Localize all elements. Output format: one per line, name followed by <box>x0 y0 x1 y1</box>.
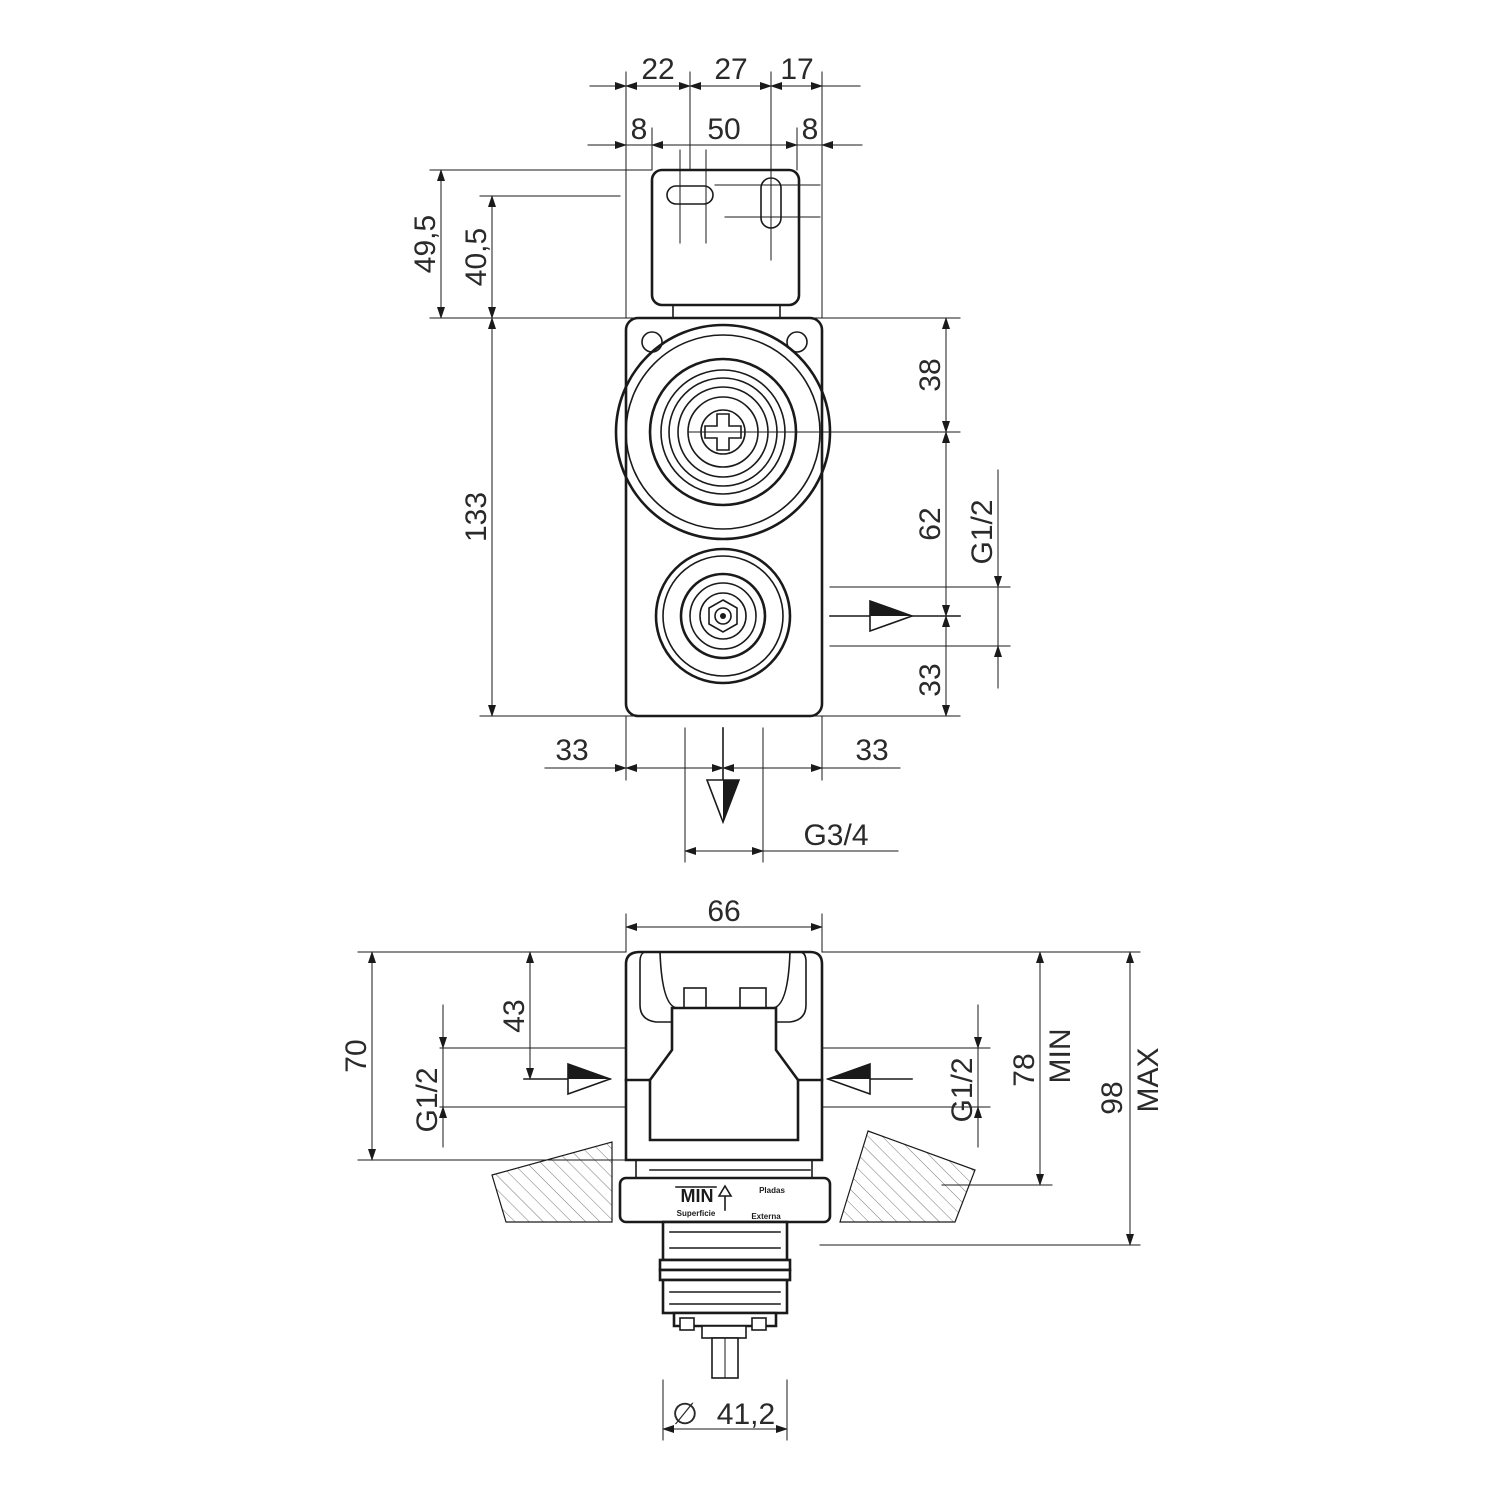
dim-top-22: 22 <box>641 53 674 86</box>
front-view: MIN Pladas Superficie Externa <box>340 895 1165 1441</box>
wall-section-left <box>491 1141 613 1223</box>
front-body <box>624 950 824 1162</box>
label-min: MIN <box>1044 1029 1077 1084</box>
thread-right-g1-2-front: G1/2 <box>946 1057 979 1122</box>
plate-text-right: Externa <box>751 1212 781 1221</box>
dim-width-66: 66 <box>707 895 740 928</box>
dim-left-49-5: 49,5 <box>409 215 442 273</box>
dim-min-78: 78 <box>1008 1053 1041 1086</box>
thread-right-g1-2: G1/2 <box>966 499 999 564</box>
dim-top-27: 27 <box>714 53 747 86</box>
dim-right-33: 33 <box>914 663 947 696</box>
label-max: MAX <box>1132 1047 1165 1112</box>
dim-top-8-right: 8 <box>802 113 819 146</box>
dim-left-40-5: 40,5 <box>460 228 493 286</box>
dim-top-8-left: 8 <box>631 113 648 146</box>
dim-left-133: 133 <box>460 492 493 542</box>
bracket-slot-horizontal <box>666 185 714 205</box>
dim-bottom-33-right: 33 <box>855 734 888 767</box>
dim-top-17: 17 <box>780 53 813 86</box>
lower-control-knob <box>654 547 792 685</box>
dim-left-70: 70 <box>340 1039 373 1072</box>
dim-right-38: 38 <box>914 358 947 391</box>
thread-left-g1-2: G1/2 <box>411 1067 444 1132</box>
cartridge <box>658 1220 792 1379</box>
thread-outlet-g3-4: G3/4 <box>803 819 868 852</box>
mount-hole-right <box>786 331 808 353</box>
dim-left-43: 43 <box>498 999 531 1032</box>
plate-text-left: Superficie <box>677 1209 716 1218</box>
wall-section-right <box>839 1130 976 1223</box>
plate-text-top: Pladas <box>759 1186 785 1195</box>
top-view: 22 27 17 8 50 8 49,5 40,5 133 38 62 33 G… <box>409 53 1011 863</box>
dim-bottom-33-left: 33 <box>555 734 588 767</box>
dim-right-62: 62 <box>914 507 947 540</box>
upper-control-knob <box>614 323 851 541</box>
mounting-bracket <box>650 168 801 307</box>
diameter-symbol: ∅ <box>672 1398 698 1431</box>
dim-max-98: 98 <box>1096 1081 1129 1114</box>
dim-diameter-41-2: 41,2 <box>717 1398 775 1431</box>
plate-min-label: MIN <box>681 1186 714 1206</box>
mount-hole-left <box>641 331 663 353</box>
dim-top-50: 50 <box>707 113 740 146</box>
